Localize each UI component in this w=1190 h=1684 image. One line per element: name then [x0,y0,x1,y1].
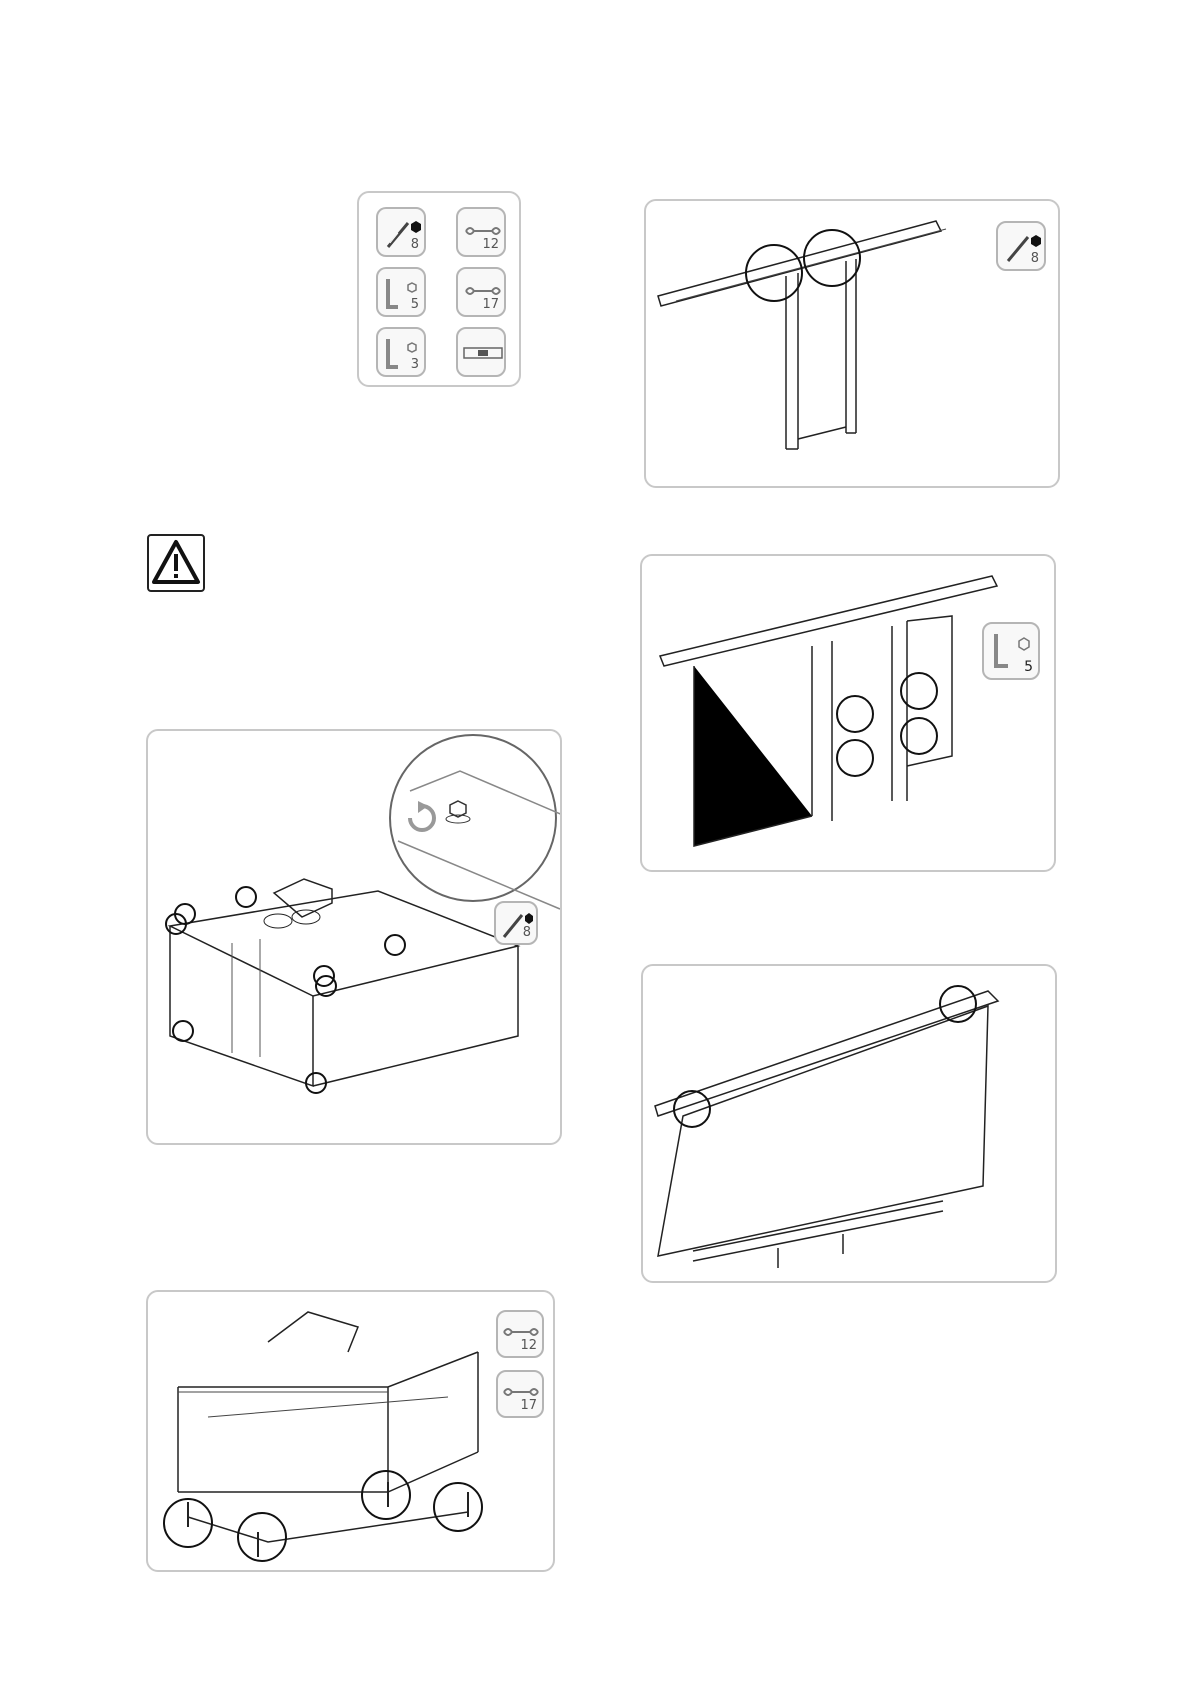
tool-wrench-17: 17 [456,267,506,317]
tool-size-label: 8 [523,925,531,940]
tool-size-label: 17 [520,1398,537,1413]
tool-allen-5: 5 [982,622,1040,680]
glass-panel-drawing [643,966,1057,1283]
tool-size-label: 12 [482,237,499,252]
tool-size-label: 5 [1024,659,1033,675]
tool-size-label: 17 [482,297,499,312]
spirit-level-icon [458,329,508,379]
tool-wrench-12: 12 [456,207,506,257]
tool-allen-5: 5 [376,267,426,317]
tool-spirit-level [456,327,506,377]
step-base-frame-panel: 12 17 [146,1290,555,1572]
toolbox-panel: 8 12 5 17 3 [357,191,521,387]
tool-screwdriver-8: 8 [996,221,1046,271]
tool-wrench-17: 17 [496,1370,544,1418]
allen-key-icon [378,329,428,379]
tool-size-label: 8 [1031,251,1039,266]
tool-screwdriver-8: 8 [494,901,538,945]
step-top-frame-panel: 8 [644,199,1060,488]
tool-wrench-12: 12 [496,1310,544,1358]
panel-frame-drawing [642,556,1056,872]
tool-size-label: 3 [411,357,419,372]
allen-key-icon [984,624,1042,682]
step-glass-panel [641,964,1057,1283]
tool-size-label: 8 [411,237,419,252]
tool-size-label: 5 [411,297,419,312]
step-panel-frame-panel: 5 [640,554,1056,872]
screwdriver-hex-icon [998,223,1048,273]
warning-sign [147,534,205,592]
tool-allen-3: 3 [376,327,426,377]
step-box-casing-panel: 8 [146,729,562,1145]
screwdriver-hex-icon [496,903,540,947]
tool-screwdriver-8: 8 [376,207,426,257]
warning-triangle-icon [149,536,203,590]
tool-size-label: 12 [520,1338,537,1353]
screwdriver-hex-icon [378,209,428,259]
allen-key-icon [378,269,428,319]
base-frame-drawing [148,1292,555,1572]
